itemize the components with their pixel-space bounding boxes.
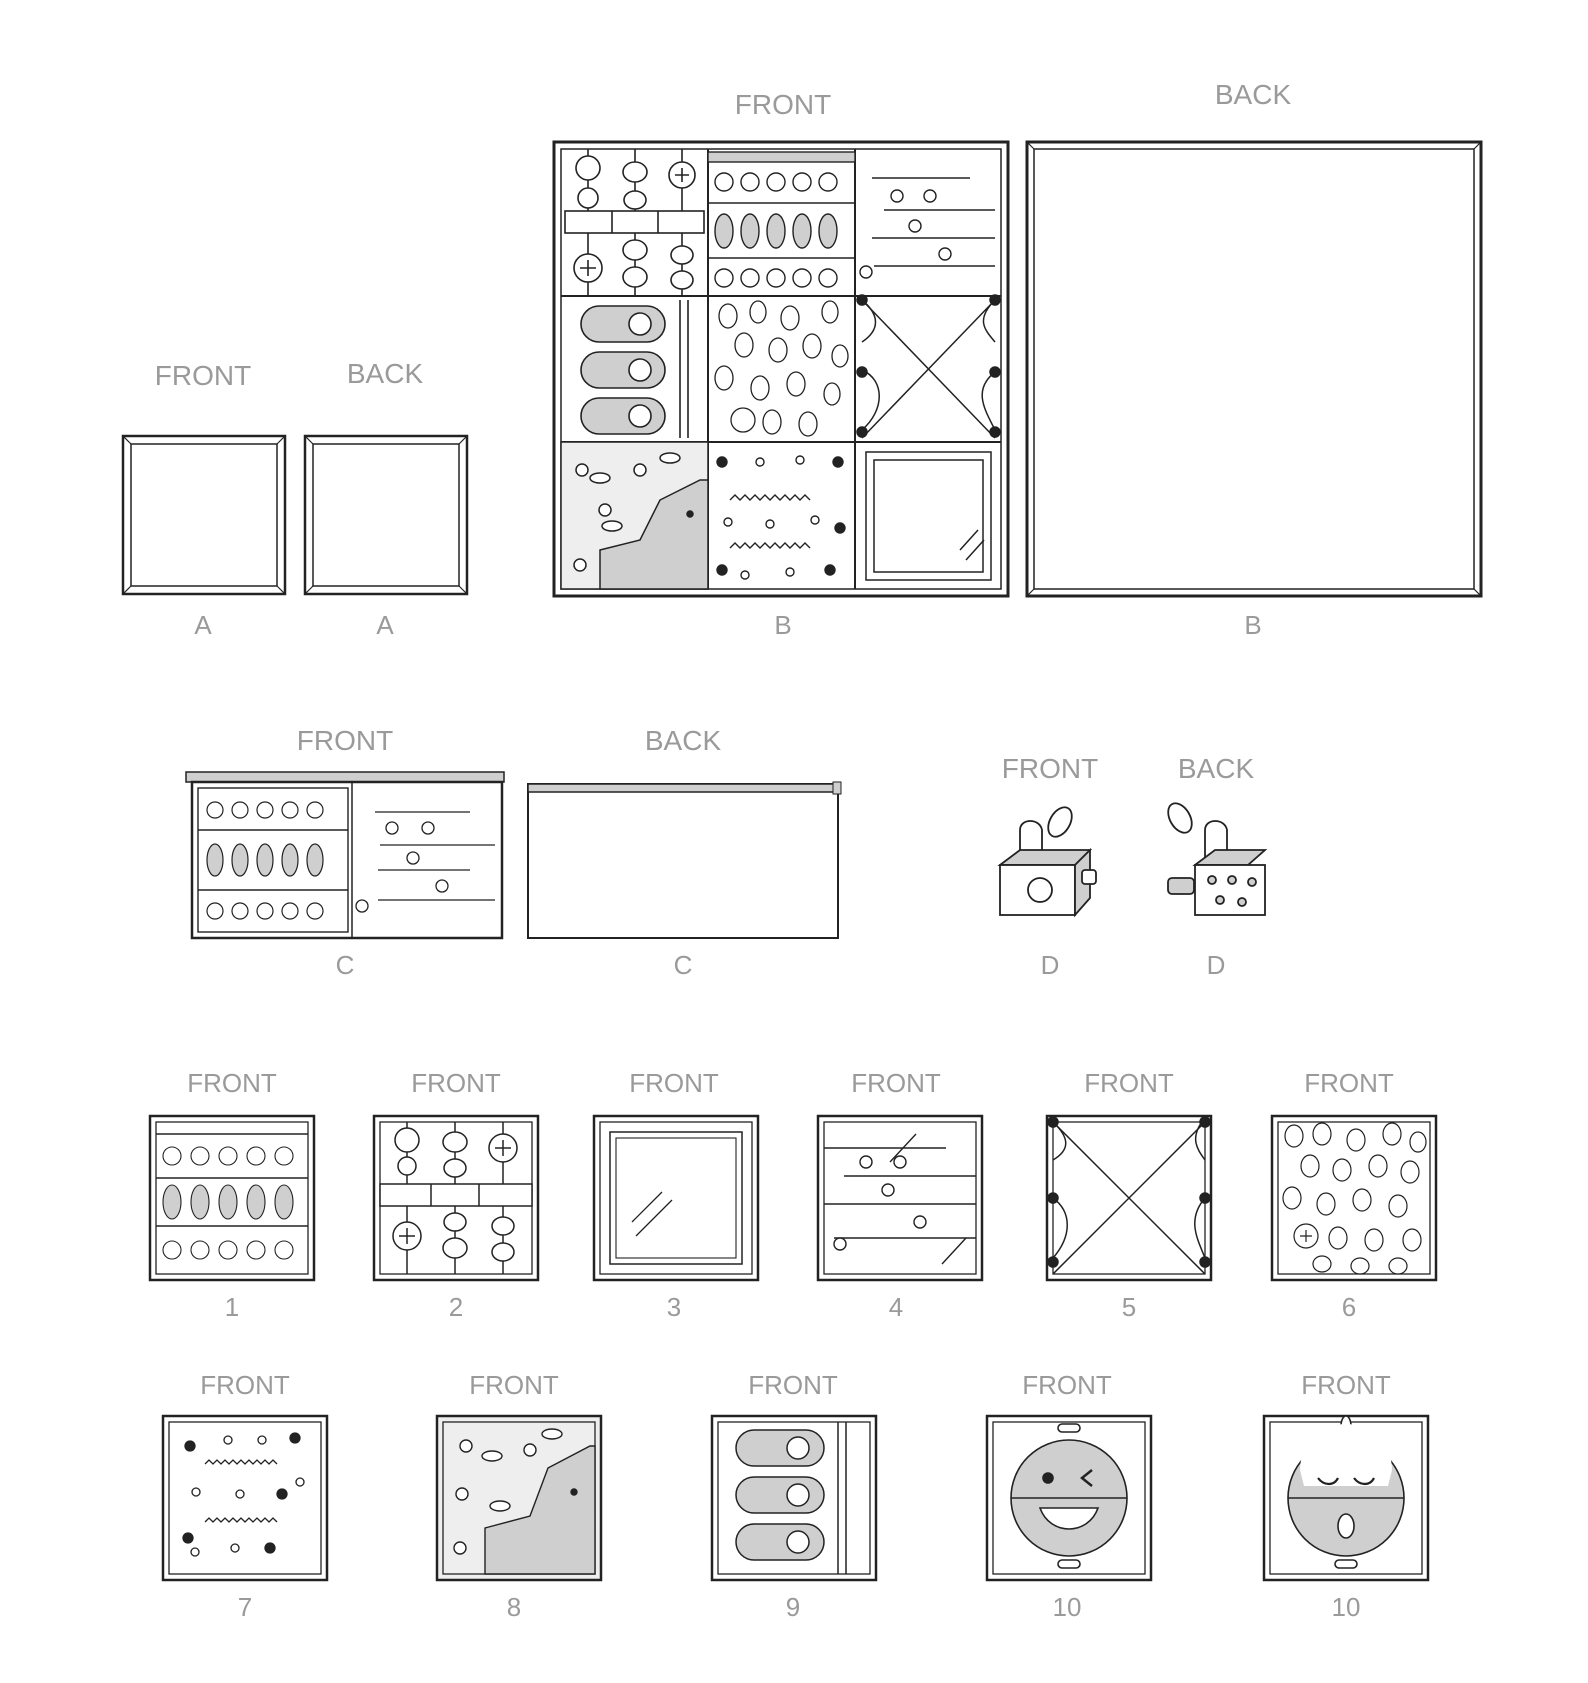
block-5: FRONT 5 <box>1045 1068 1213 1322</box>
cell-abacus <box>564 149 705 296</box>
block-number: 6 <box>1342 1292 1356 1322</box>
block-outline <box>121 434 287 596</box>
block-number: 1 <box>225 1292 239 1322</box>
block-8: FRONT 8 <box>435 1370 603 1622</box>
block-6: FRONT 6 <box>1270 1068 1438 1322</box>
block-caption: FRONT <box>200 1370 290 1400</box>
view-letter: C <box>336 950 355 980</box>
view-caption: FRONT <box>735 89 831 120</box>
block-caption: FRONT <box>629 1068 719 1098</box>
view-caption: BACK <box>645 725 722 756</box>
block-caption: FRONT <box>1084 1068 1174 1098</box>
block-9: FRONT 9 <box>710 1370 878 1622</box>
cell-sequins <box>714 300 849 437</box>
view-letter: B <box>774 610 791 640</box>
view-a-front: FRONT A <box>121 360 287 640</box>
block-number: 2 <box>449 1292 463 1322</box>
cell-button-tabs <box>580 300 689 438</box>
view-caption: BACK <box>1178 753 1255 784</box>
block-caption: FRONT <box>1301 1370 1391 1400</box>
view-letter: D <box>1041 950 1060 980</box>
block-caption: FRONT <box>748 1370 838 1400</box>
view-letter: B <box>1244 610 1261 640</box>
block-number: 10 <box>1332 1592 1361 1622</box>
cell-bands-tassels <box>707 151 856 288</box>
block-caption: FRONT <box>851 1068 941 1098</box>
cell-fish-net <box>560 441 709 590</box>
view-caption: BACK <box>1215 79 1292 110</box>
block-caption: FRONT <box>1304 1068 1394 1098</box>
view-c-back: BACK C <box>527 725 842 980</box>
block-1: FRONT 1 <box>148 1068 316 1322</box>
block-outline <box>1025 140 1483 598</box>
view-caption: BACK <box>347 358 424 389</box>
block-number: 7 <box>238 1592 252 1622</box>
block-number: 4 <box>889 1292 903 1322</box>
block-2: FRONT 2 <box>372 1068 540 1322</box>
view-c-front: FRONT C <box>185 725 505 980</box>
view-letter: A <box>376 610 394 640</box>
block-3: FRONT 3 <box>592 1068 760 1322</box>
block-number: 10 <box>1053 1592 1082 1622</box>
block-outline <box>303 434 469 596</box>
view-d-front: FRONT D <box>997 753 1098 980</box>
view-a-back: BACK A <box>303 358 469 640</box>
cell-mirror <box>865 451 992 581</box>
view-d-back: BACK D <box>1167 753 1268 980</box>
block-4: FRONT 4 <box>816 1068 984 1322</box>
block-number: 3 <box>667 1292 681 1322</box>
block-caption: FRONT <box>1022 1370 1112 1400</box>
block-caption: FRONT <box>469 1370 559 1400</box>
view-letter: A <box>194 610 212 640</box>
view-b-front: FRONT <box>552 89 1010 640</box>
block-number: 5 <box>1122 1292 1136 1322</box>
view-letter: C <box>674 950 693 980</box>
cell-drawers <box>859 177 995 279</box>
block-caption: FRONT <box>411 1068 501 1098</box>
view-caption: FRONT <box>155 360 251 391</box>
cell-beads <box>716 455 846 580</box>
block-caption: FRONT <box>187 1068 277 1098</box>
view-b-back: BACK B <box>1025 79 1483 640</box>
block-number: 8 <box>507 1592 521 1622</box>
view-caption: FRONT <box>1002 753 1098 784</box>
cell-cords <box>856 294 1001 439</box>
block-10-sleepy: FRONT 10 <box>1262 1370 1430 1622</box>
view-caption: FRONT <box>297 725 393 756</box>
view-letter: D <box>1207 950 1226 980</box>
block-10-wink: FRONT 10 <box>985 1370 1153 1622</box>
block-7: FRONT 7 <box>161 1370 329 1622</box>
block-number: 9 <box>786 1592 800 1622</box>
